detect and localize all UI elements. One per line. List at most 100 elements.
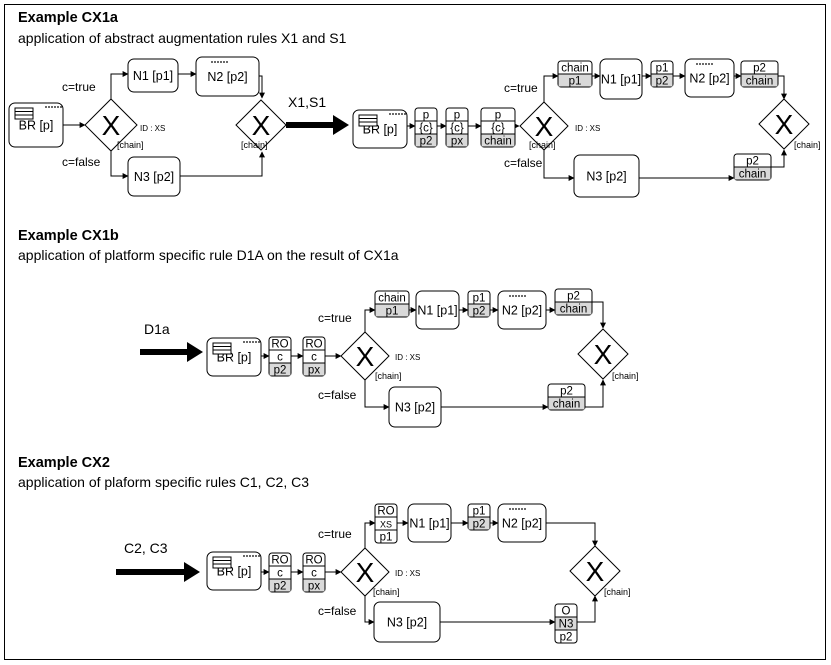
cx2-n1-box [407, 503, 452, 543]
cx1b-stack-g-cell-0: p2 [560, 386, 573, 398]
cx2-stack-d-box [374, 503, 398, 544]
cx1a-left-n3-label: N3 [p2] [134, 170, 174, 184]
cx1b-n2-label: N2 [p2] [502, 304, 542, 318]
cx1b-stack-f-shade-1 [555, 302, 592, 315]
cx1a-right-stack-a-cell-2: p2 [420, 136, 433, 148]
cx2-c-true-label: c=true [318, 527, 352, 541]
cx1a-right-stack-b-cell-0: p [454, 110, 460, 122]
cx1a-right-split-gateway [519, 101, 569, 151]
cx1b-flow-f-join [592, 301, 606, 329]
cx1a-right-stack-g-shade-1 [734, 167, 771, 180]
cx2-split-gateway-x-label: X [356, 557, 375, 588]
cx1b-stack-f-cell-0: p2 [567, 291, 580, 303]
cx1b-n1-label: N1 [p1] [417, 304, 457, 318]
cx1b-id-label: ID : XS [395, 353, 420, 362]
cx1a-right-split-chain-label: [chain] [529, 140, 556, 150]
cx1a-right-stack-b-cell-1: {c} [450, 123, 464, 135]
cx2-flow-true [364, 520, 376, 548]
cx1a-right-stack-b-cell-2: px [451, 136, 463, 148]
cx2-split-chain-label: [chain] [373, 587, 400, 597]
section-subtitle-cx2: application of plaform specific rules C1… [18, 474, 310, 490]
cx1b-flow-g-join [585, 379, 606, 408]
cx1a-right-stack-a-cell-0: p [423, 110, 429, 122]
cx1a-right-stack-g-cell-1: chain [739, 169, 767, 181]
cx1a-right-join-gateway-x-label: X [775, 109, 794, 140]
cx1a-right-stack-e-shade-1 [651, 74, 673, 87]
cx2-stack-a-cell-2: p2 [274, 581, 287, 593]
cx2-br-table-icon [212, 556, 232, 569]
cx1b-stack-d-cell-0: chain [378, 293, 406, 305]
cx1b-stack-e-cell-0: p1 [473, 293, 486, 305]
section-title-cx1b: Example CX1b [18, 228, 119, 244]
cx2-stack-a-shade-2 [269, 579, 291, 592]
cx2-flow-g-join [577, 595, 598, 623]
cx1b-br-table-icon [212, 342, 232, 355]
cx1b-join-gateway-x-label: X [594, 339, 613, 370]
cx1b-c-true-label: c=true [318, 311, 352, 325]
cx2-join-gateway [569, 545, 621, 597]
cx2-transform-label: C2, C3 [124, 540, 168, 556]
cx2-id-label: ID : XS [395, 569, 420, 578]
cx1b-stack-d-shade-1 [375, 304, 409, 317]
cx1b-stack-g-shade-1 [548, 397, 585, 410]
cx1a-left-split-gateway [84, 98, 138, 152]
cx1a-left-n2-box [195, 56, 260, 97]
cx2-n2-box [497, 503, 547, 543]
cx1b-n2-dotted-icon [509, 295, 526, 297]
cx1a-right-br-table-icon [358, 114, 378, 127]
cx1a-right-stack-a-shade-2 [415, 134, 437, 147]
cx2-n2-dotted-icon [509, 508, 526, 510]
cx1a-left-join-gateway-x-label: X [252, 110, 271, 141]
section-title-cx1a: Example CX1a [18, 10, 118, 26]
cx1a-left-c-true-label: c=true [62, 80, 96, 94]
cx1b-br-dotted-icon [243, 341, 260, 343]
cx2-join-gateway-x-label: X [586, 556, 605, 587]
cx2-stack-e-cell-0: p1 [473, 506, 486, 518]
cx2-flow-n2-join [546, 522, 598, 547]
cx1a-transform-arrow [286, 115, 349, 135]
cx1a-right-join-gateway [758, 98, 810, 150]
cx2-split-gateway [340, 547, 390, 597]
cx2-n1-label: N1 [p1] [409, 517, 449, 531]
cx1a-right-stack-d-shade-1 [558, 74, 592, 87]
cx2-stack-g-cell-1: N3 [559, 619, 574, 631]
cx1a-left-flow-n3-join [180, 151, 265, 177]
cx2-n3-box [373, 601, 441, 643]
cx1a-left-flow-false [110, 151, 129, 179]
cx1a-right-flow-true [543, 73, 559, 102]
cx1a-right-stack-d-cell-1: p1 [569, 76, 582, 88]
cx2-stack-b-shade-2 [303, 579, 325, 592]
cx1b-n3-label: N3 [p2] [395, 401, 435, 415]
cx1b-stack-b-cell-0: RO [305, 339, 322, 351]
cx1a-left-join-gateway [235, 99, 287, 151]
cx2-stack-e-cell-1: p2 [473, 519, 486, 531]
cx1a-right-stack-f-cell-0: p2 [753, 63, 766, 75]
section-subtitle-cx1b: application of platform specific rule D1… [18, 247, 399, 263]
cx2-stack-e-shade-1 [468, 517, 490, 530]
cx1a-right-br-dotted-icon [389, 113, 406, 115]
cx1a-right-stack-f-shade-1 [741, 74, 778, 87]
section-title-cx2: Example CX2 [18, 455, 110, 471]
cx1a-right-n2-box [684, 58, 735, 98]
cx1a-left-flow-n2-join [259, 75, 265, 99]
cx2-flow-false [364, 596, 375, 625]
cx1a-right-flow-f-join [778, 75, 787, 100]
cx1b-stack-b-cell-2: px [308, 365, 320, 377]
cx2-n3-label: N3 [p2] [387, 616, 427, 630]
cx2-stack-g-cell-2: p2 [560, 632, 573, 644]
cx1b-split-chain-label: [chain] [375, 371, 402, 381]
cx1b-stack-a-cell-0: RO [271, 339, 288, 351]
cx2-transform-arrow [116, 562, 200, 582]
cx2-stack-a-cell-0: RO [271, 555, 288, 567]
cx1b-n3-box [388, 386, 442, 428]
cx2-stack-b-cell-0: RO [305, 555, 322, 567]
cx1a-right-stack-c-cell-2: chain [484, 136, 512, 148]
cx1a-left-br-table-icon [14, 107, 34, 120]
cx1a-right-stack-f-cell-1: chain [746, 76, 774, 88]
cx2-stack-b-cell-1: c [311, 568, 317, 580]
cx1a-left-n2-dotted-icon [211, 61, 228, 63]
cx1a-right-n1-box [599, 58, 643, 100]
cx1a-right-n2-dotted-icon [696, 63, 713, 65]
figure-frame [4, 4, 826, 660]
cx1a-right-id-label: ID : XS [575, 124, 600, 133]
